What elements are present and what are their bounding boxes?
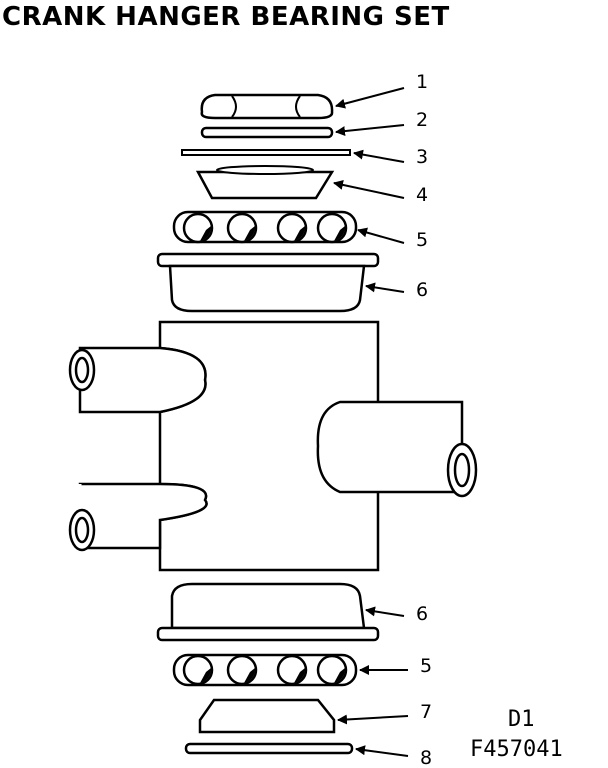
diagram-code-line1: D1	[508, 707, 535, 732]
ball-retainer-top-part	[172, 210, 358, 244]
callout-number-washer: 2	[416, 109, 428, 131]
leader-line-washer	[335, 124, 405, 137]
leader-line-cup-bottom	[365, 606, 405, 617]
callout-number-thin-washer: 3	[416, 146, 428, 168]
callout-labels: 1 2 3 4 5 6 6 5 7 8	[333, 71, 432, 768]
leader-line-cup-top	[365, 282, 405, 293]
bearing-ball	[226, 654, 258, 686]
washer-part	[200, 126, 334, 139]
bearing-ball	[182, 654, 214, 686]
cone-bottom-part	[198, 698, 336, 734]
bottom-washer-part	[184, 742, 354, 755]
leader-line-bottom-washer	[355, 745, 409, 757]
callout-number-bottom-washer: 8	[420, 747, 432, 768]
thin-washer-part	[181, 149, 351, 156]
leader-line-thin-washer	[353, 149, 405, 163]
bearing-ball	[226, 212, 258, 244]
callout-number-cone-top: 4	[416, 184, 428, 206]
bearing-ball	[276, 654, 308, 686]
locknut-part	[200, 93, 334, 120]
callout-number-ball-retainer-bottom: 5	[420, 655, 432, 677]
bearing-ball	[316, 654, 348, 686]
leader-line-locknut	[335, 87, 405, 109]
leader-line-cone-bottom	[337, 714, 409, 725]
callout-number-cup-bottom: 6	[416, 603, 428, 625]
cup-bottom-part	[156, 582, 380, 642]
ball-retainer-bottom-part	[172, 653, 358, 687]
crank-hanger-shell	[68, 320, 478, 572]
bearing-ball	[182, 212, 214, 244]
callout-number-locknut: 1	[416, 71, 428, 93]
bearing-ball	[276, 212, 308, 244]
cup-top-part	[156, 252, 380, 313]
diagram-title: CRANK HANGER BEARING SET	[2, 2, 450, 32]
cone-top-part	[195, 165, 335, 200]
callout-number-cone-bottom: 7	[420, 701, 432, 723]
diagram-code-line2: F457041	[470, 737, 563, 762]
leader-line-ball-retainer-top	[357, 227, 405, 244]
leader-line-cone-top	[333, 179, 405, 199]
callout-number-ball-retainer-top: 5	[416, 229, 428, 251]
bearing-ball	[316, 212, 348, 244]
callout-number-cup-top: 6	[416, 279, 428, 301]
